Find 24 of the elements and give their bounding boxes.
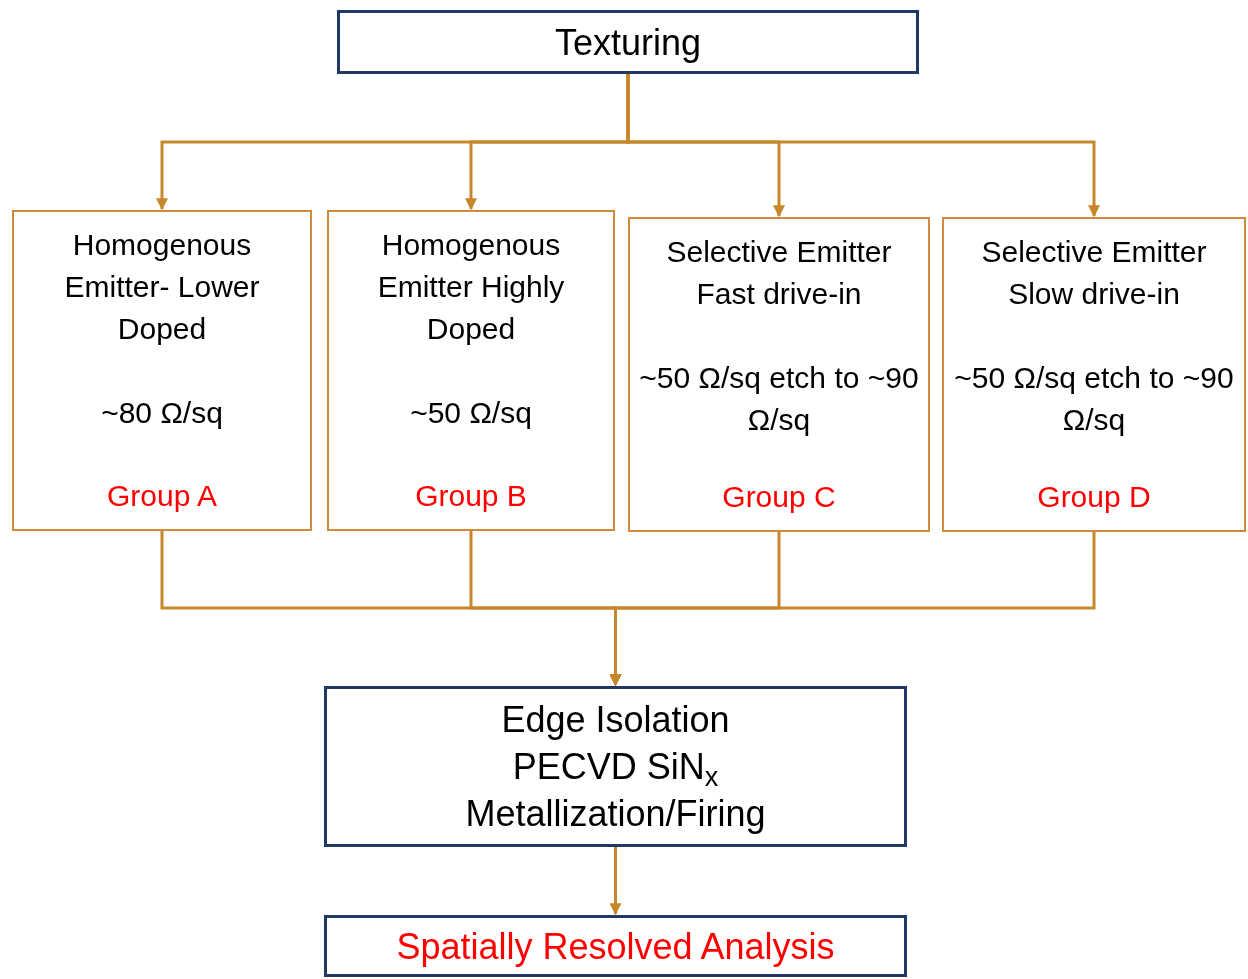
process-text: Texturing	[553, 20, 703, 65]
group-label: Group D	[1036, 479, 1152, 515]
group-label: Group B	[414, 478, 528, 514]
process-box	[337, 10, 919, 74]
process-text: ~50 Ω/sq etch to ~90 Ω/sq	[638, 360, 920, 438]
process-text: Selective Emitter Slow drive-in	[980, 234, 1208, 312]
process-box	[12, 210, 312, 531]
connector-arrow	[626, 74, 1100, 218]
process-text: Spatially Resolved Analysis	[395, 924, 836, 969]
process-box	[327, 210, 615, 531]
process-box	[324, 686, 907, 847]
process-text: Homogenous Emitter- Lower Doped	[63, 227, 261, 347]
process-text: ~80 Ω/sq	[100, 395, 224, 431]
group-label: Group C	[721, 479, 837, 515]
connector-arrow	[609, 847, 622, 916]
process-box	[942, 217, 1246, 532]
group-label: Group A	[105, 478, 219, 514]
process-text: Homogenous Emitter Highly Doped	[376, 227, 566, 347]
process-text: ~50 Ω/sq	[409, 395, 533, 431]
process-box	[628, 217, 930, 532]
process-text: ~50 Ω/sq etch to ~90 Ω/sq	[953, 360, 1235, 438]
process-text: Selective Emitter Fast drive-in	[665, 234, 893, 312]
process-text: Edge Isolation PECVD SiN$_{x}$ Metallization/Firing	[464, 698, 767, 836]
process-box	[324, 915, 907, 977]
